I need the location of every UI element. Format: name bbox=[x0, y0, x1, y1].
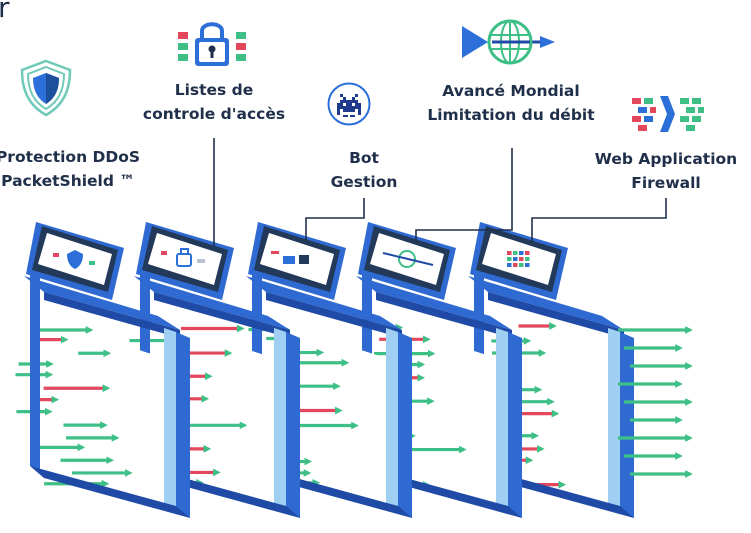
label-ddos-line2: PacketShield ™ bbox=[1, 172, 135, 190]
label-web-application-firewall: Web Application Firewall bbox=[566, 147, 751, 195]
label-access-control-lists: Listes de controle d'accès bbox=[124, 78, 304, 126]
firewall-bricks-icon bbox=[632, 96, 704, 132]
label-bot-management: Bot Gestion bbox=[304, 146, 424, 194]
label-rate-line2: Limitation du débit bbox=[427, 106, 595, 124]
gate-top-beam-underside bbox=[154, 292, 290, 338]
screen-brick bbox=[513, 263, 518, 267]
label-ddos-protection: Protection DDoS PacketShield ™ bbox=[0, 145, 168, 193]
screen-brick bbox=[271, 251, 279, 254]
screen-brick bbox=[53, 253, 59, 257]
gate-top-beam bbox=[468, 276, 624, 330]
screen-line bbox=[197, 259, 205, 263]
gate-top-beam bbox=[134, 276, 290, 330]
gate-top-beam-underside bbox=[488, 292, 624, 338]
screen-brick bbox=[513, 251, 518, 255]
gate-right-post-inner bbox=[386, 328, 398, 512]
screen-brick bbox=[519, 263, 524, 267]
label-bot-line1: Bot bbox=[349, 149, 379, 167]
gate-right-post-inner bbox=[608, 328, 620, 512]
gate-left-post bbox=[30, 262, 40, 470]
gate-right-post bbox=[176, 332, 190, 518]
gate-top-beam bbox=[246, 276, 402, 330]
shield-icon bbox=[20, 59, 72, 117]
screen-lock-shackle bbox=[180, 248, 189, 254]
gate-right-post bbox=[508, 332, 522, 518]
globe-arrow-icon bbox=[462, 19, 555, 65]
gate-bottom-rail bbox=[30, 466, 190, 518]
gate-top-beam-underside bbox=[376, 292, 512, 338]
gate-screen bbox=[260, 233, 334, 285]
outgoing-traffic bbox=[618, 326, 693, 478]
label-rate-limiting: Avancé Mondial Limitation du débit bbox=[406, 79, 616, 127]
screen-brick bbox=[525, 263, 530, 267]
gate-top-beam bbox=[356, 276, 512, 330]
leader-line-waf bbox=[531, 198, 667, 242]
label-rate-line1: Avancé Mondial bbox=[442, 82, 580, 100]
screen-brick bbox=[507, 251, 512, 255]
gate-right-post-inner bbox=[164, 328, 176, 512]
padlock-icon bbox=[178, 22, 246, 66]
gate-right-post bbox=[286, 332, 300, 518]
label-waf-line2: Firewall bbox=[631, 174, 701, 192]
gate-screen bbox=[148, 233, 222, 285]
screen-brick bbox=[161, 251, 167, 255]
leader-line-bot bbox=[305, 198, 365, 242]
gates-group bbox=[15, 222, 693, 518]
screen-brick bbox=[525, 257, 530, 261]
screen-invader-icon bbox=[299, 255, 309, 264]
screen-shield-icon bbox=[67, 250, 83, 269]
label-bot-line2: Gestion bbox=[330, 173, 398, 191]
gate-top-beam-underside bbox=[44, 292, 180, 338]
screen-brick bbox=[519, 257, 524, 261]
screen-bot-shield bbox=[283, 256, 295, 264]
screen-brick bbox=[519, 251, 524, 255]
screen-brick bbox=[513, 257, 518, 261]
gate-right-post bbox=[398, 332, 412, 518]
screen-brick bbox=[507, 257, 512, 261]
screen-globe-icon bbox=[398, 250, 416, 268]
label-acl-line2: controle d'accès bbox=[142, 105, 286, 123]
gate-panel bbox=[40, 318, 170, 505]
gate-right-post bbox=[620, 332, 634, 518]
screen-brick bbox=[525, 251, 530, 255]
screen-brick bbox=[507, 263, 512, 267]
leader-line-avance bbox=[415, 148, 513, 242]
gate-top-beam bbox=[24, 276, 180, 330]
screen-brick bbox=[89, 261, 95, 265]
gate-top-beam-underside bbox=[266, 292, 402, 338]
label-ddos-line1: Protection DDoS bbox=[0, 148, 141, 166]
gate-right-post-inner bbox=[496, 328, 508, 512]
screen-arrow bbox=[382, 252, 434, 266]
label-acl-line1: Listes de bbox=[174, 81, 254, 99]
space-invader-icon bbox=[327, 82, 371, 126]
label-waf-line1: Web Application bbox=[594, 150, 738, 168]
leader-lines bbox=[213, 138, 667, 246]
gate-1 bbox=[15, 222, 190, 518]
screen-lock-icon bbox=[176, 253, 192, 267]
gate-right-post-inner bbox=[274, 328, 286, 512]
header-fragment: r bbox=[0, 0, 10, 24]
